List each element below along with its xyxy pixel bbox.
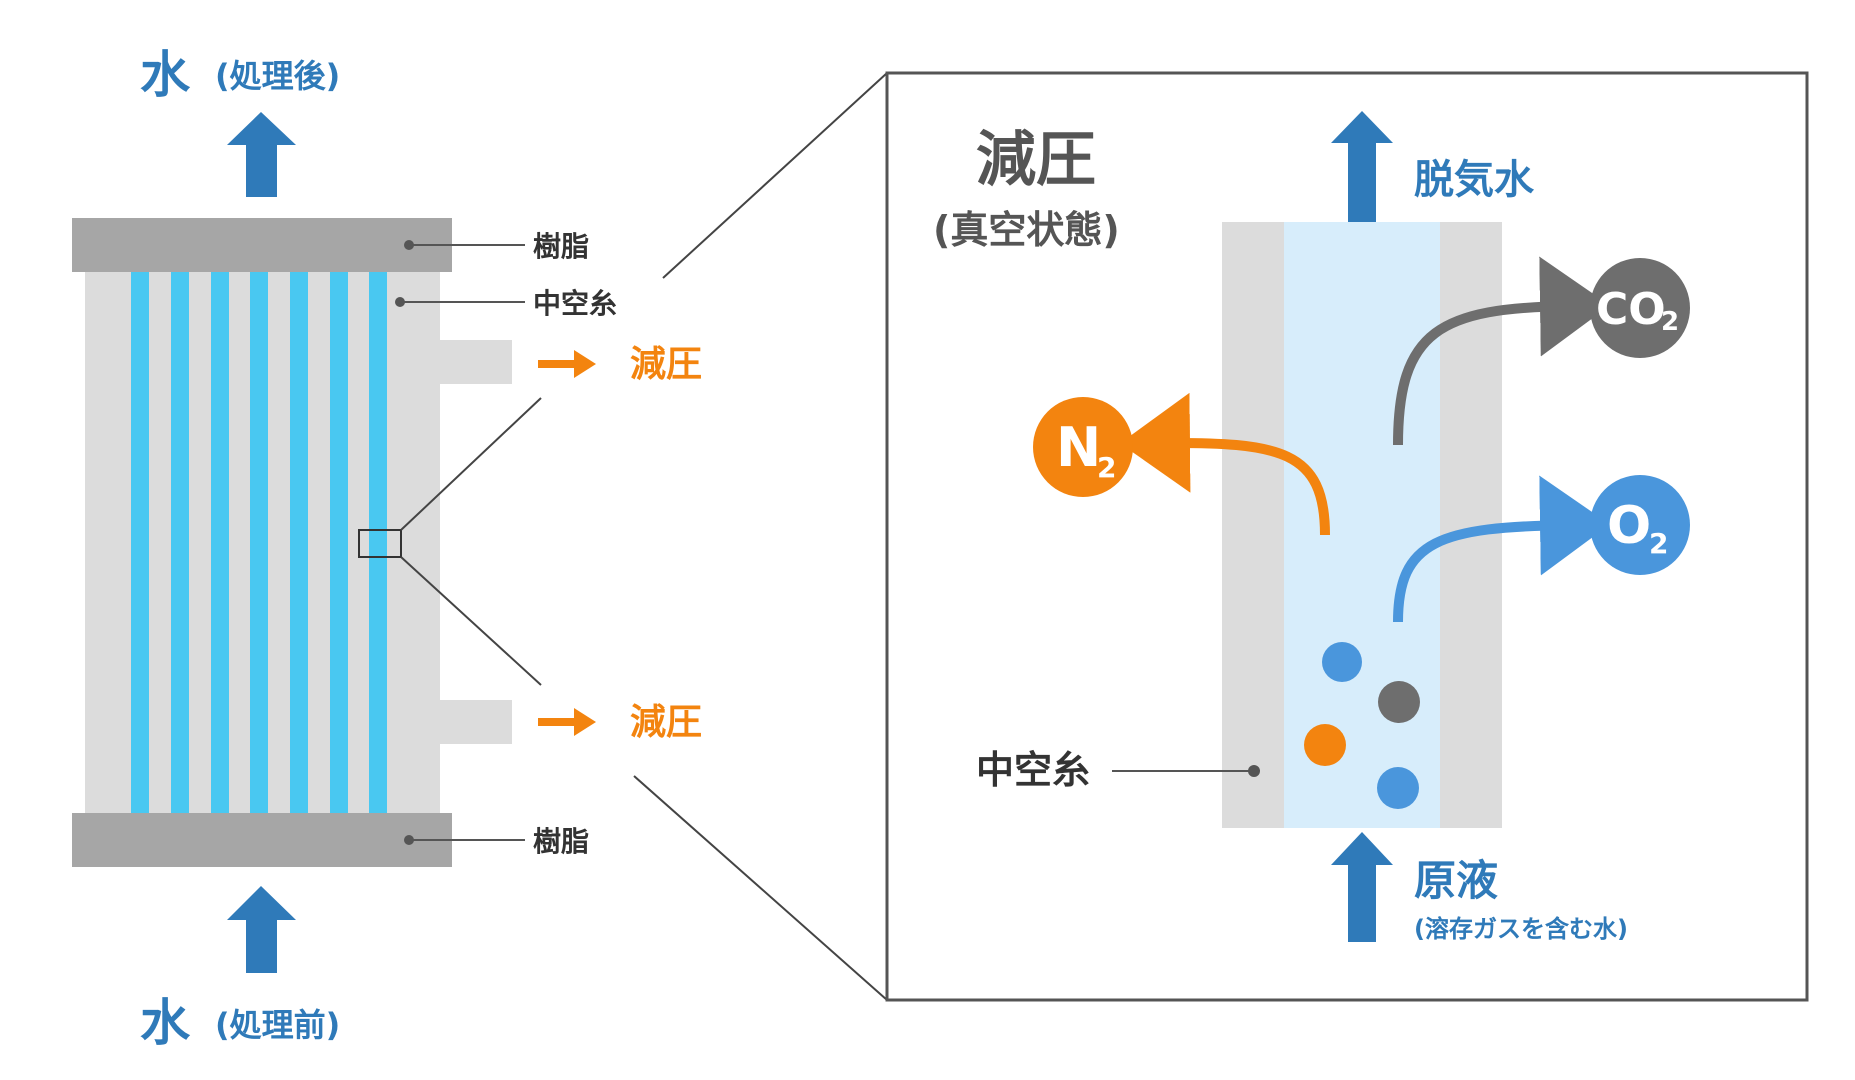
tube-wall-left <box>1222 222 1284 828</box>
detail-panel: 減圧 (真空状態) 脱気水 原液 (溶存ガスを含む水) N <box>885 71 1809 1002</box>
o2-badge: O 2 <box>1590 475 1690 575</box>
outlet-arrow-icon <box>227 112 296 197</box>
o2-path-arrow <box>1393 475 1610 623</box>
expand-line-top <box>662 72 888 279</box>
label-vacuum-2: 減圧 <box>630 702 702 743</box>
co2-bubble <box>1378 681 1420 723</box>
leader-resin-top <box>404 240 525 250</box>
vacuum-arrow-icon-2 <box>538 708 596 736</box>
hollow-fibers <box>131 270 387 815</box>
o2-bubble <box>1377 767 1419 809</box>
leader-resin-bottom <box>404 835 525 845</box>
label-resin-top: 樹脂 <box>533 230 589 263</box>
water-channel <box>1284 222 1440 828</box>
leader-hollow-fiber <box>395 297 525 307</box>
vacuum-port-top <box>440 340 512 384</box>
label-hollow-fiber: 中空糸 <box>533 287 617 320</box>
label-degassed-water: 脱気水 <box>1414 157 1535 203</box>
water-out-label: 水 <box>140 46 191 104</box>
degassed-arrow-icon <box>1331 111 1393 222</box>
detail-title: 減圧 <box>976 125 1096 195</box>
vacuum-arrow-icon-1 <box>538 350 596 378</box>
label-vacuum-1: 減圧 <box>630 344 702 385</box>
inlet-arrow-icon <box>227 886 296 973</box>
label-resin-bottom: 樹脂 <box>533 825 589 858</box>
zoom-line-lower <box>400 556 542 686</box>
raw-arrow-icon <box>1331 832 1393 942</box>
svg-text:2: 2 <box>1661 307 1679 337</box>
svg-text:N: N <box>1056 416 1101 479</box>
co2-badge: CO 2 <box>1590 258 1690 358</box>
label-raw-liquid: 原液 <box>1414 856 1498 905</box>
resin-bottom <box>72 813 452 867</box>
co2-path-arrow <box>1393 256 1610 446</box>
zoom-box <box>358 529 402 558</box>
n2-path-arrow <box>1120 392 1330 536</box>
module-left: 水 (処理後) 水 (処理前) <box>72 46 888 1052</box>
svg-text:O: O <box>1607 496 1651 556</box>
leader-hollow-fiber-detail <box>1112 765 1260 777</box>
svg-text:2: 2 <box>1649 527 1668 560</box>
vacuum-port-bottom <box>440 700 512 744</box>
label-hollow-fiber-detail: 中空糸 <box>976 748 1090 792</box>
water-out-sub: (処理後) <box>215 57 340 95</box>
svg-text:2: 2 <box>1097 451 1116 484</box>
n2-bubble <box>1304 724 1346 766</box>
n2-badge: N 2 <box>1033 397 1133 497</box>
expand-line-bottom <box>633 775 888 1001</box>
o2-bubble <box>1322 642 1362 682</box>
water-in-sub: (処理前) <box>215 1006 340 1044</box>
zoom-line-upper <box>400 397 542 531</box>
svg-text:CO: CO <box>1596 284 1666 335</box>
resin-top <box>72 218 452 272</box>
label-raw-liquid-sub: (溶存ガスを含む水) <box>1414 915 1628 943</box>
detail-subtitle: (真空状態) <box>933 208 1120 252</box>
water-in-label: 水 <box>140 994 191 1052</box>
